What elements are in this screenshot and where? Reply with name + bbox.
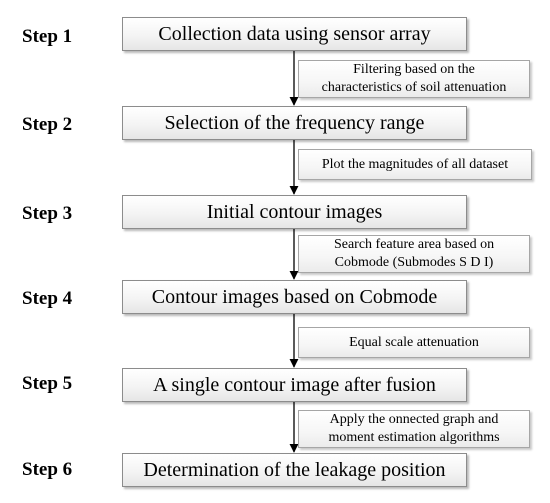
annotation-search-feature-line-2: Cobmode (Submodes S D I)	[334, 255, 494, 270]
annotation-filtering-line-2: characteristics of soil attenuation	[321, 80, 507, 95]
annotation-connected-graph: Apply the onnected graph and moment esti…	[298, 410, 530, 448]
step-4-label: Step 4	[22, 288, 73, 309]
annotation-plot-magnitudes-line-1: Plot the magnitudes of all dataset	[321, 156, 509, 172]
step-6-box: Determination of the leakage position	[122, 453, 467, 487]
annotation-filtering: Filtering based on the characteristics o…	[298, 60, 530, 98]
annotation-equal-scale-line-1: Equal scale attenuation	[349, 334, 479, 350]
step-5-label: Step 5	[22, 373, 73, 394]
annotation-search-feature-line-1: Search feature area based on	[333, 237, 495, 252]
annotation-equal-scale: Equal scale attenuation	[298, 327, 530, 358]
step-2-label: Step 2	[22, 114, 73, 135]
step-6-label: Step 6	[22, 459, 73, 480]
step-5-box: A single contour image after fusion	[122, 368, 467, 402]
step-3-box: Initial contour images	[122, 195, 467, 229]
step-2-box: Selection of the frequency range	[122, 106, 467, 140]
annotation-connected-graph-line-1: Apply the onnected graph and	[329, 412, 499, 427]
annotation-search-feature: Search feature area based on Cobmode (Su…	[298, 235, 530, 273]
step-4-box: Contour images based on Cobmode	[122, 280, 467, 314]
step-1-label: Step 1	[22, 26, 73, 47]
annotation-filtering-line-1: Filtering based on the	[353, 62, 475, 77]
step-3-label: Step 3	[22, 203, 73, 224]
annotation-plot-magnitudes: Plot the magnitudes of all dataset	[298, 149, 532, 180]
step-1-box: Collection data using sensor array	[122, 17, 467, 51]
annotation-connected-graph-line-2: moment estimation algorithms	[328, 430, 500, 445]
